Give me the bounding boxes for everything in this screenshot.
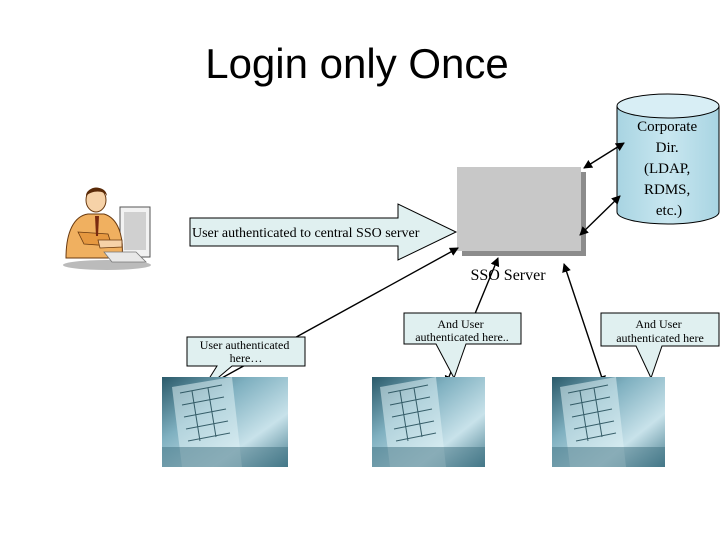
app-3-spreadsheet-screen-icon	[552, 377, 665, 467]
callout-3-line-2: authenticated here	[616, 331, 704, 345]
svg-text:And User authenticated h: And User authenticated here..	[415, 317, 509, 344]
corporate-directory-cylinder	[616, 93, 720, 225]
svg-text:And User authenticated h: And User authenticated here	[616, 317, 704, 345]
app-2-spreadsheet-screen-icon	[372, 377, 485, 467]
connector-directory-to-server	[579, 195, 621, 236]
user-to-server-block-arrow	[189, 203, 458, 261]
callout-1-line-1: User authenticated	[200, 338, 290, 352]
callout-1-line-2: here…	[230, 351, 263, 365]
svg-text:User authenticated here…: User authenticated here…	[200, 338, 293, 365]
callout-2-line-1: And User	[437, 317, 483, 331]
corporate-directory-label: Corporate Dir. (LDAP, RDMS, etc.)	[637, 119, 701, 219]
connector-server-to-app-3	[562, 263, 606, 385]
app-1-spreadsheet-screen-icon	[162, 377, 288, 467]
directory-line-4: RDMS,	[644, 182, 690, 198]
slide-title: Login only Once	[205, 40, 509, 87]
directory-line-5: etc.)	[656, 203, 682, 219]
callout-2-line-2: authenticated here..	[415, 330, 509, 344]
callout-3-line-1: And User	[635, 317, 681, 331]
sso-server-box	[457, 167, 586, 256]
directory-line-2: Dir.	[656, 140, 679, 156]
user-arrow-label: User authenticated to central SSO server	[192, 226, 420, 241]
sso-server-label: SSO Server	[470, 267, 546, 284]
connector-server-to-directory	[583, 142, 625, 169]
callout-and-user-authenticated-1: And User authenticated here..	[403, 312, 522, 380]
person-at-computer-icon	[63, 187, 151, 270]
directory-line-1: Corporate	[637, 119, 697, 135]
directory-line-3: (LDAP,	[644, 161, 690, 177]
callout-and-user-authenticated-2: And User authenticated here	[600, 312, 720, 380]
